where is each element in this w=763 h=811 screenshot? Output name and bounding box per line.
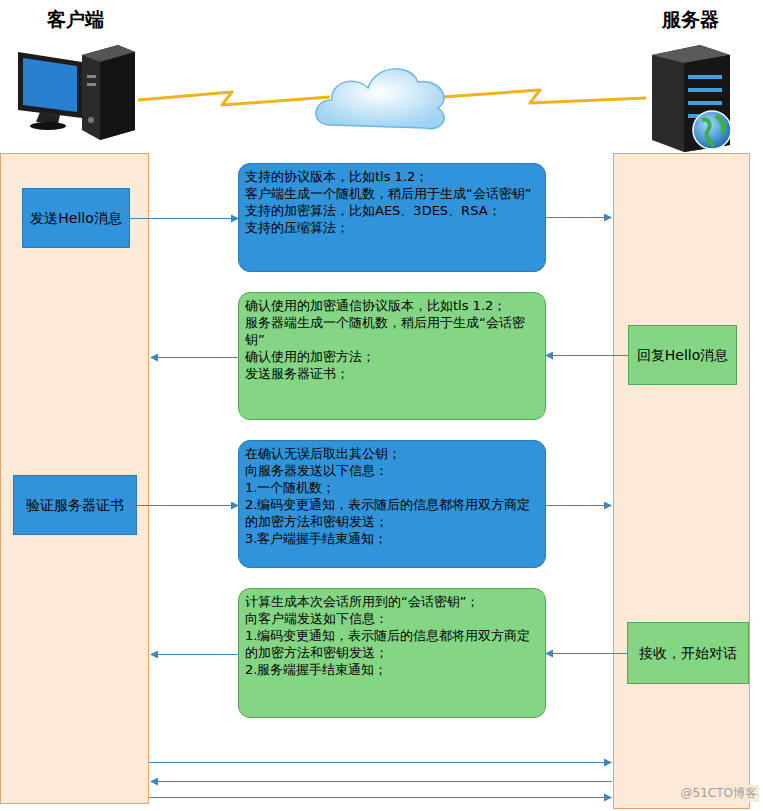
box-text: 回复Hello消息 [637,346,729,364]
box-text: 接收，开始对话 [639,644,737,662]
box-text: 发送服务器证书； [245,365,539,382]
cloud [316,69,444,129]
heading: 客户端 [47,7,104,33]
box-text: 支持的压缩算法； [245,219,539,236]
box-text: 向服务器发送以下信息： [245,462,539,479]
message-box: 在确认无误后取出其公钥；向服务器发送以下信息：1.一个随机数；2.编码变更通知，… [238,440,546,568]
message-box: 支持的协议版本，比如tls 1.2；客户端生成一个随机数，稍后用于生成“会话密钥… [238,163,546,272]
box-text: 确认使用的加密通信协议版本，比如tls 1.2； [245,297,539,314]
box-text: 在确认无误后取出其公钥； [245,445,539,462]
connector-arrow [130,218,238,219]
box-text: 2.编码变更通知，表示随后的信息都将用双方商定的加密方法和密钥发送； [245,496,539,530]
computer-icon [18,45,135,140]
connector-arrow [137,505,238,506]
watermark: @51CTO博客 [679,785,759,802]
box-text: 1.一个随机数； [245,479,539,496]
process-box: 验证服务器证书 [13,475,137,535]
process-box: 回复Hello消息 [628,325,737,385]
message-arrow [149,218,612,798]
box-text: 服务器端生成一个随机数，稍后用于生成“会话密钥” [245,314,539,348]
box-text: 验证服务器证书 [26,496,124,514]
box-text: 支持的协议版本，比如tls 1.2； [245,168,539,185]
box-text: 1.编码变更通知，表示随后的信息都将用双方商定的加密方法和密钥发送； [245,627,539,661]
box-text: 客户端生成一个随机数，稍后用于生成“会话密钥” [245,185,539,202]
box-text: 向客户端发送如下信息： [245,610,539,627]
process-box: 发送Hello消息 [22,188,130,248]
box-text: 2.服务端握手结束通知； [245,661,539,678]
server-icon [652,45,731,152]
box-text: 支持的加密算法，比如AES、3DES、RSA； [245,202,539,219]
client-band [1,154,149,804]
box-text: 3.客户端握手结束通知； [245,530,539,547]
box-text: 发送Hello消息 [30,209,122,227]
server-band [614,154,750,809]
connector-arrow [546,653,627,654]
connector-arrow [546,355,628,356]
box-text: 确认使用的加密方法； [245,348,539,365]
message-box: 计算生成本次会话所用到的“会话密钥”；向客户端发送如下信息：1.编码变更通知，表… [238,588,546,718]
box-text: 计算生成本次会话所用到的“会话密钥”； [245,593,539,610]
process-box: 接收，开始对话 [627,622,749,684]
message-box: 确认使用的加密通信协议版本，比如tls 1.2；服务器端生成一个随机数，稍后用于… [238,292,546,420]
heading: 服务器 [662,7,719,33]
